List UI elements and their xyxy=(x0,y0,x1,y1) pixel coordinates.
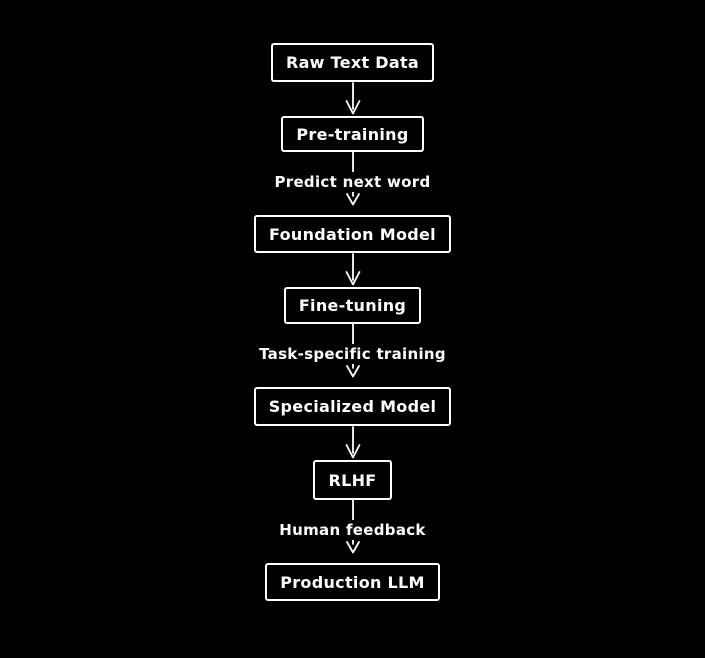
node-production-llm: Production LLM xyxy=(265,563,440,601)
edge-line xyxy=(351,324,354,344)
arrow-down-icon xyxy=(345,426,360,459)
edge-label-human-feedback: Human feedback xyxy=(279,521,426,539)
node-label: Raw Text Data xyxy=(285,53,420,72)
node-label: Specialized Model xyxy=(268,397,437,416)
arrowhead-down-icon xyxy=(345,364,360,378)
node-label: Pre-training xyxy=(296,124,409,144)
edge-line xyxy=(351,500,354,520)
node-label: Foundation Model xyxy=(269,224,436,244)
edge-label-predict-next-word: Predict next word xyxy=(274,173,431,191)
node-label: Production LLM xyxy=(280,572,425,592)
edge-label-task-specific-training: Task-specific training xyxy=(259,345,446,363)
arrow-down-icon xyxy=(345,82,360,115)
arrow-down-icon xyxy=(345,253,360,286)
node-fine-tuning: Fine-tuning xyxy=(283,287,422,324)
node-pre-training: Pre-training xyxy=(281,116,424,152)
arrowhead-down-icon xyxy=(345,192,360,206)
arrowhead-down-icon xyxy=(345,540,360,554)
edge-line xyxy=(351,152,354,172)
node-label: Fine-tuning xyxy=(298,296,407,315)
node-foundation-model: Foundation Model xyxy=(254,215,451,253)
node-rlhf: RLHF xyxy=(313,460,392,500)
node-specialized-model: Specialized Model xyxy=(253,387,452,426)
node-raw-text-data: Raw Text Data xyxy=(270,43,435,82)
node-label: RLHF xyxy=(328,470,377,490)
